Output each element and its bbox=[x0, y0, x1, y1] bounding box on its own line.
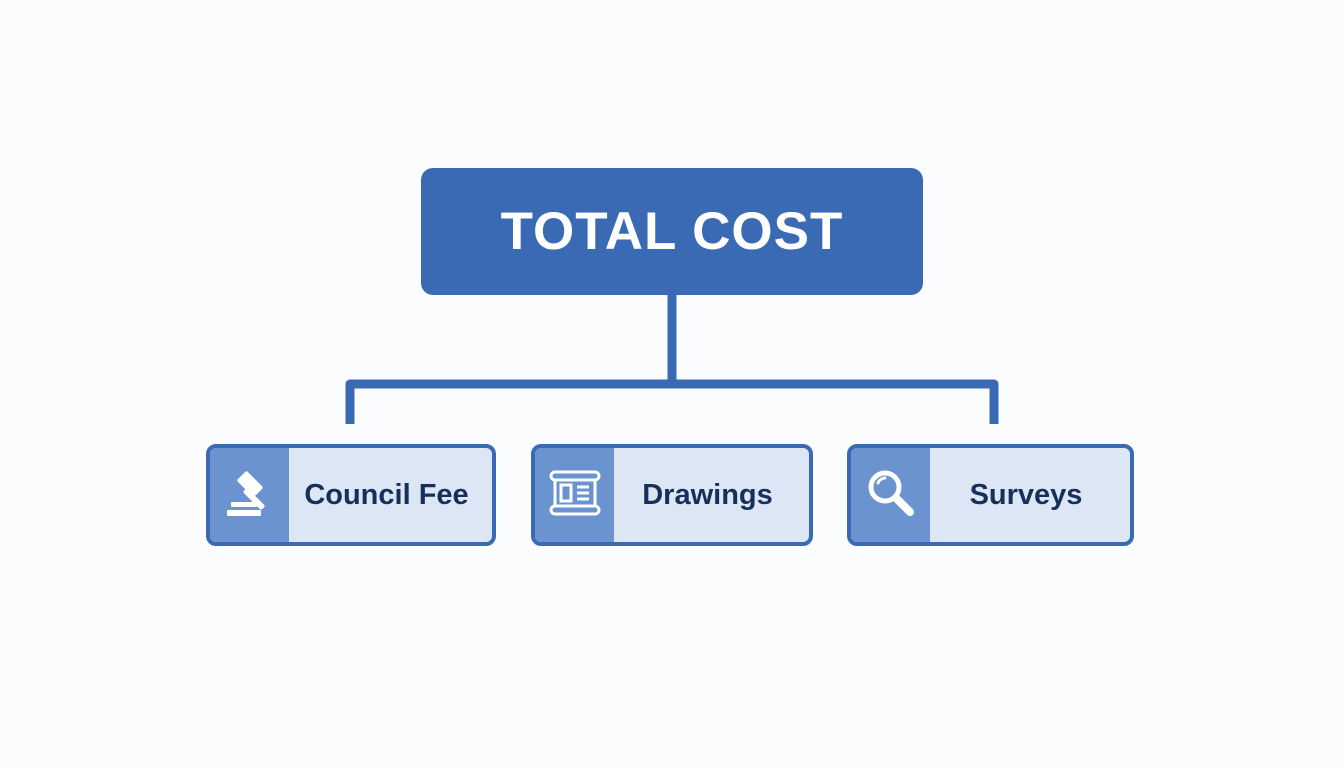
council-fee-label: Council Fee bbox=[304, 478, 469, 511]
blueprint-icon bbox=[545, 467, 605, 524]
surveys-label: Surveys bbox=[969, 478, 1083, 511]
drawings-icon-cell bbox=[535, 448, 614, 542]
drawings-label-cell: Drawings bbox=[614, 448, 809, 542]
total-cost-box: TOTAL COST bbox=[421, 168, 923, 295]
council-fee-label-cell: Council Fee bbox=[289, 448, 492, 542]
drawings-label: Drawings bbox=[642, 478, 773, 511]
drawings-box: Drawings bbox=[531, 444, 813, 546]
council-fee-box: Council Fee bbox=[206, 444, 496, 546]
gavel-icon bbox=[221, 464, 279, 527]
magnifier-icon bbox=[863, 465, 919, 526]
total-cost-label: TOTAL COST bbox=[500, 202, 844, 261]
connector-horizontal bbox=[345, 379, 999, 424]
council-fee-icon-cell bbox=[210, 448, 289, 542]
surveys-icon-cell bbox=[851, 448, 930, 542]
surveys-label-cell: Surveys bbox=[930, 448, 1130, 542]
surveys-box: Surveys bbox=[847, 444, 1134, 546]
